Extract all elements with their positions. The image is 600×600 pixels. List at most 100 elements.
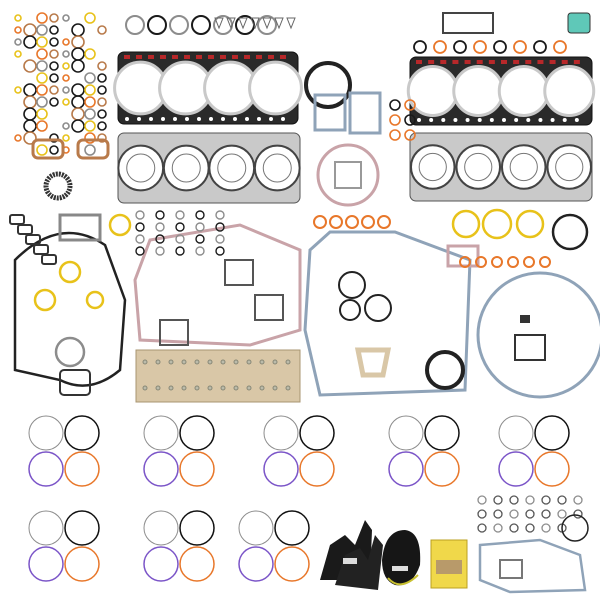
coolant-port xyxy=(244,55,250,59)
o-ring-purple xyxy=(389,452,423,486)
small-block xyxy=(520,315,530,323)
plate-hole xyxy=(143,360,147,364)
cylinder-bore xyxy=(250,62,302,114)
coolant-port xyxy=(136,55,142,59)
bolt-hole xyxy=(269,117,273,121)
small-o-ring xyxy=(15,51,21,57)
plate-hole xyxy=(169,360,173,364)
o-ring xyxy=(517,211,543,237)
small-o-ring xyxy=(85,13,95,23)
o-ring-black xyxy=(425,416,459,450)
coolant-port xyxy=(124,55,130,59)
o-ring-purple xyxy=(144,452,178,486)
small-gasket xyxy=(500,560,522,578)
small-o-ring xyxy=(37,109,47,119)
small-o-ring xyxy=(72,48,84,60)
small-o-ring xyxy=(37,61,47,71)
water-pump-gasket xyxy=(480,540,585,592)
o-ring-orange xyxy=(300,452,334,486)
small-o-ring xyxy=(494,496,502,504)
small-o-ring xyxy=(136,247,144,255)
small-o-ring xyxy=(524,257,534,267)
small-o-ring xyxy=(37,97,47,107)
o-ring-black xyxy=(180,416,214,450)
coolant-port xyxy=(489,60,495,64)
o-ring-gray xyxy=(239,511,273,545)
top-seal-ring xyxy=(454,41,466,53)
plate-hole xyxy=(247,360,251,364)
bolt-hole xyxy=(281,117,285,121)
bolt-hole xyxy=(137,117,141,121)
top-seal-ring xyxy=(474,41,486,53)
coolant-port xyxy=(574,60,580,64)
small-gasket xyxy=(34,245,48,254)
coolant-port xyxy=(160,55,166,59)
o-ring xyxy=(56,338,84,366)
small-o-ring xyxy=(63,63,69,69)
coolant-port xyxy=(550,60,556,64)
cylinder-bore xyxy=(545,67,594,116)
small-o-ring xyxy=(494,510,502,518)
top-seal-ring xyxy=(554,41,566,53)
coolant-port xyxy=(232,55,238,59)
o-ring-purple xyxy=(264,452,298,486)
small-o-ring xyxy=(98,74,106,82)
small-o-ring xyxy=(37,49,47,59)
cylinder-bore xyxy=(454,67,503,116)
cover-gasket xyxy=(350,93,380,133)
coolant-port xyxy=(428,60,434,64)
top-seal-ring xyxy=(258,16,276,34)
o-ring-orange xyxy=(425,452,459,486)
port-gasket xyxy=(255,295,283,320)
small-o-ring xyxy=(24,96,36,108)
cylinder-bore xyxy=(164,146,209,191)
bolt-hole xyxy=(233,117,237,121)
small-o-ring xyxy=(85,109,95,119)
cylinder-bore xyxy=(456,145,500,189)
small-o-ring xyxy=(37,13,47,23)
small-o-ring xyxy=(216,247,224,255)
square-gasket xyxy=(515,335,545,360)
small-o-ring xyxy=(542,524,550,532)
small-o-ring xyxy=(37,121,47,131)
gear-housing-gasket xyxy=(15,233,125,386)
small-o-ring xyxy=(24,60,36,72)
small-o-ring xyxy=(24,120,36,132)
plate-hole xyxy=(234,360,238,364)
head-gasket-left-2 xyxy=(118,133,300,203)
small-o-ring xyxy=(85,145,95,155)
top-seal-ring xyxy=(494,41,506,53)
coolant-port xyxy=(525,60,531,64)
small-o-ring xyxy=(85,49,95,59)
small-o-ring xyxy=(390,115,400,125)
plate-hole xyxy=(195,386,199,390)
round-cover-gasket xyxy=(318,145,378,205)
small-o-ring xyxy=(63,39,69,45)
small-o-ring xyxy=(98,122,106,130)
small-o-ring xyxy=(196,223,204,231)
small-o-ring xyxy=(390,130,400,140)
coolant-port xyxy=(184,55,190,59)
housing-gasket xyxy=(60,215,100,240)
small-o-ring xyxy=(346,216,358,228)
small-o-ring xyxy=(24,24,36,36)
cylinder-bore xyxy=(118,146,163,191)
small-o-ring xyxy=(63,123,69,129)
coolant-port xyxy=(452,60,458,64)
small-o-ring xyxy=(50,50,58,58)
coolant-port xyxy=(562,60,568,64)
booklet-picture xyxy=(436,560,462,574)
small-o-ring xyxy=(37,145,47,155)
small-o-ring xyxy=(63,51,69,57)
coolant-port xyxy=(465,60,471,64)
small-o-ring xyxy=(136,223,144,231)
small-o-ring xyxy=(574,496,582,504)
small-o-ring xyxy=(378,216,390,228)
o-ring xyxy=(35,290,55,310)
small-o-ring xyxy=(72,60,84,72)
small-o-ring xyxy=(15,87,21,93)
top-seal-ring xyxy=(192,16,210,34)
small-gasket xyxy=(10,215,24,224)
o-ring-purple xyxy=(499,452,533,486)
small-o-ring xyxy=(63,99,69,105)
